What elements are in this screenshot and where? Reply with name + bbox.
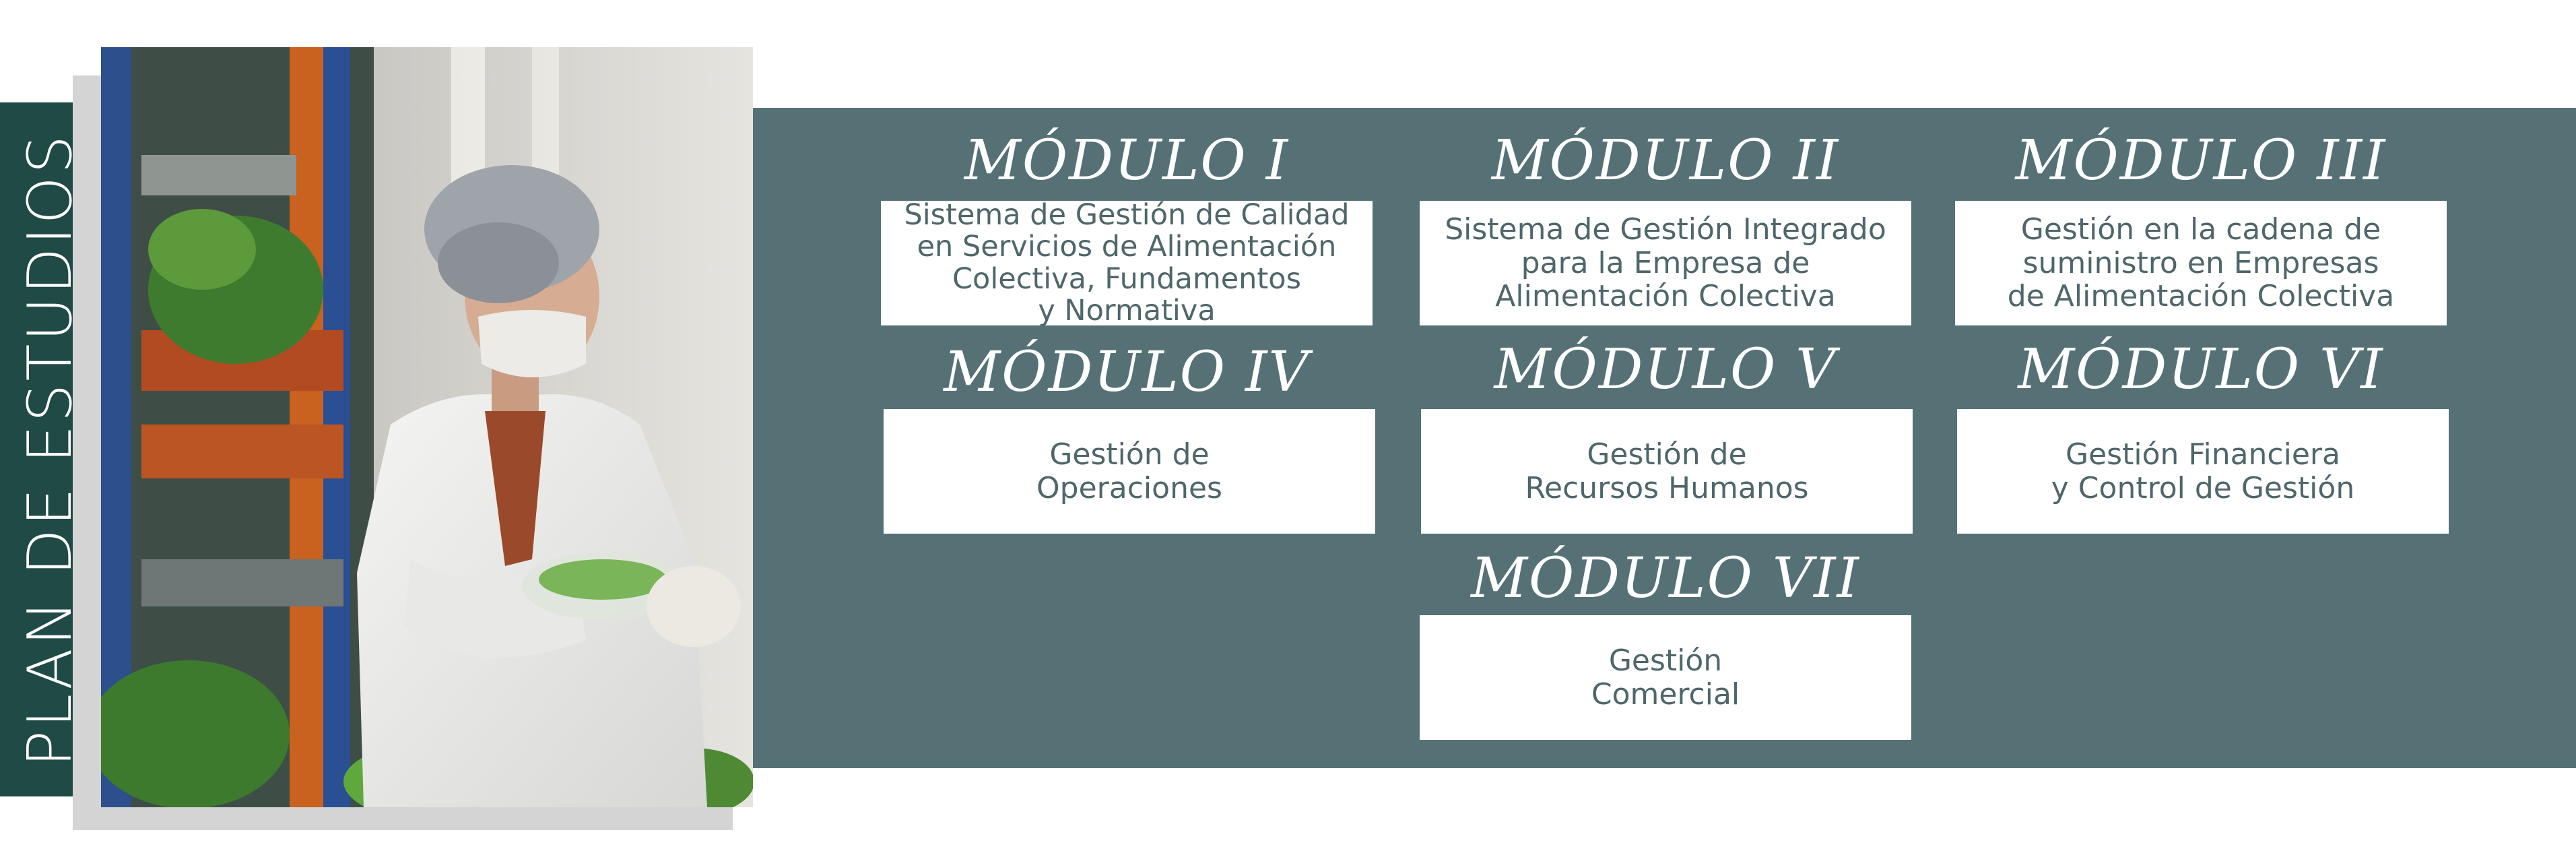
module-6-title: MÓDULO VI xyxy=(2018,338,2384,402)
food-lab-worker-photo xyxy=(101,47,753,807)
module-2-box: Sistema de Gestión Integrado para la Emp… xyxy=(1420,201,1911,325)
module-2-title: MÓDULO II xyxy=(1491,129,1840,193)
module-4-text: Gestión de Operaciones xyxy=(1036,437,1222,505)
photo-illustration xyxy=(101,47,753,807)
module-7-title: MÓDULO VII xyxy=(1471,546,1860,610)
module-3-text: Gestión en la cadena de suministro en Em… xyxy=(2007,212,2395,314)
module-6-box: Gestión Financiera y Control de Gestión xyxy=(1957,409,2449,534)
module-4-box: Gestión de Operaciones xyxy=(884,409,1375,534)
module-1-box: Sistema de Gestión de Calidad en Servici… xyxy=(881,197,1373,327)
module-7-text: Gestión Comercial xyxy=(1591,643,1740,712)
module-6-text: Gestión Financiera y Control de Gestión xyxy=(2051,437,2355,505)
module-2-text: Sistema de Gestión Integrado para la Emp… xyxy=(1445,212,1886,314)
module-5-title: MÓDULO V xyxy=(1494,338,1837,402)
module-5-text: Gestión de Recursos Humanos xyxy=(1525,437,1809,505)
module-3-title: MÓDULO III xyxy=(2015,129,2387,193)
module-3-box: Gestión en la cadena de suministro en Em… xyxy=(1955,201,2447,325)
module-4-title: MÓDULO IV xyxy=(944,340,1310,404)
module-7-box: Gestión Comercial xyxy=(1420,615,1911,740)
module-1-title: MÓDULO I xyxy=(964,129,1290,193)
module-5-box: Gestión de Recursos Humanos xyxy=(1421,409,1913,534)
module-1-text: Sistema de Gestión de Calidad en Servici… xyxy=(904,197,1350,327)
